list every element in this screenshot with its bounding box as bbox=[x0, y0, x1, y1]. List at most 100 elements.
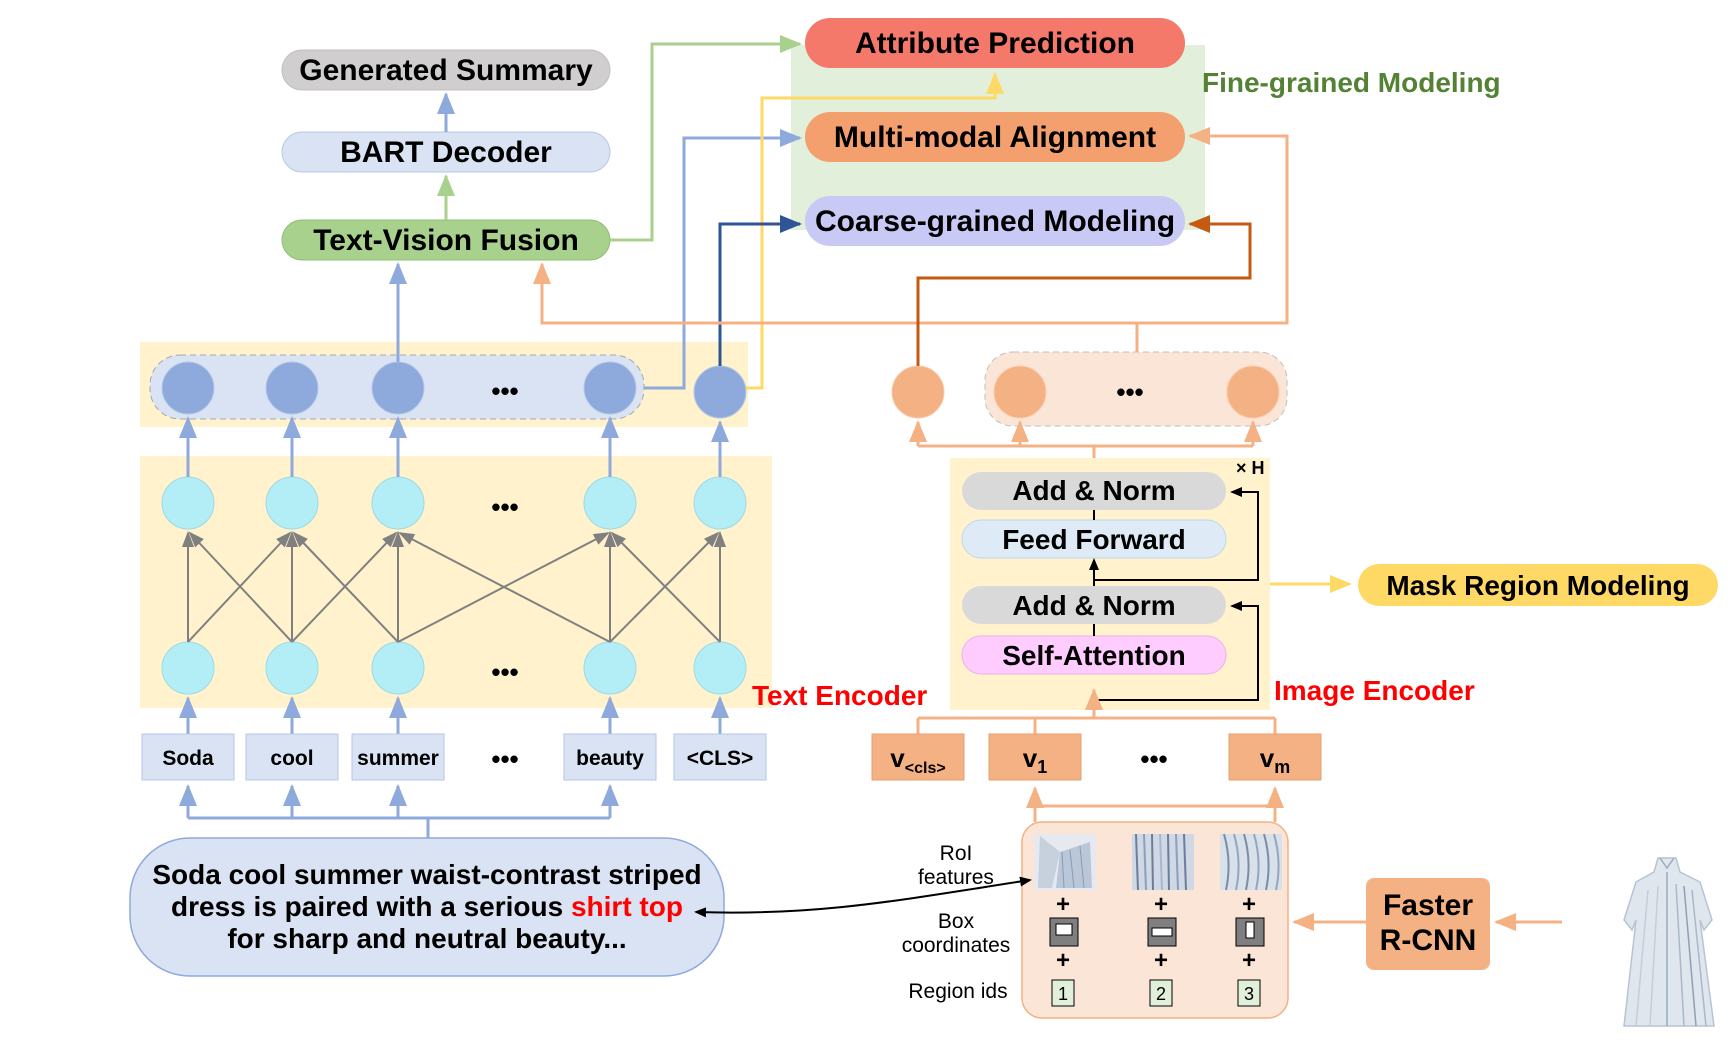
self-attention-box: Self-Attention bbox=[961, 635, 1227, 675]
input-to-token-arrows bbox=[179, 784, 619, 838]
text-cls-output-node bbox=[693, 365, 747, 419]
image-encoder-label: Image Encoder bbox=[1274, 675, 1475, 706]
region-id-3: 3 bbox=[1244, 984, 1254, 1004]
mask-region-modeling-box: Mask Region Modeling bbox=[1358, 564, 1718, 606]
box-coordinate-icon-3 bbox=[1235, 917, 1265, 947]
token-vm bbox=[1228, 733, 1322, 781]
region-id-boxes: 1 2 3 bbox=[1051, 979, 1261, 1007]
text-output-node bbox=[583, 361, 637, 415]
roi-thumbnail-1 bbox=[1034, 834, 1096, 890]
token-v1 bbox=[988, 733, 1082, 781]
text-hidden-lower: ••• bbox=[161, 641, 747, 695]
self-attention-label: Self-Attention bbox=[1002, 640, 1186, 671]
image-token-arrows bbox=[916, 688, 1284, 822]
token-cls: <CLS> bbox=[687, 747, 754, 770]
image-output-node bbox=[993, 365, 1047, 419]
arrow-cls-to-coarse bbox=[718, 215, 802, 366]
arrow-imgcls-to-coarse bbox=[916, 215, 1252, 366]
roi-thumbnail-3 bbox=[1220, 833, 1282, 891]
text-encoder-label: Text Encoder bbox=[752, 680, 927, 711]
svg-text:+: + bbox=[1154, 947, 1168, 974]
box-coordinate-icon-2 bbox=[1147, 917, 1177, 947]
text-hidden-node bbox=[693, 476, 747, 530]
text-input-ellipsis: ••• bbox=[491, 657, 518, 687]
highlight-shirt-top: shirt top bbox=[571, 891, 683, 922]
text-input-node bbox=[693, 641, 747, 695]
image-token-ellipsis: ••• bbox=[1140, 744, 1167, 774]
input-text-line2: dress is paired with a serious shirt top bbox=[171, 891, 683, 922]
text-input-node bbox=[371, 641, 425, 695]
token-v-cls bbox=[871, 733, 965, 781]
arrow-cls-to-attribute bbox=[746, 72, 1004, 390]
svg-text:vm: vm bbox=[1260, 743, 1290, 777]
text-input-node bbox=[583, 641, 637, 695]
attribute-prediction-box: Attribute Prediction bbox=[805, 18, 1185, 68]
arrow-text-to-alignment bbox=[644, 129, 802, 390]
multimodal-alignment-box: Multi-modal Alignment bbox=[805, 112, 1185, 162]
image-cls-output-node bbox=[891, 365, 945, 419]
image-output-nodes: ••• bbox=[891, 365, 1280, 419]
text-hidden-node bbox=[371, 476, 425, 530]
svg-text:R-CNN: R-CNN bbox=[1380, 924, 1477, 957]
generated-summary-label: Generated Summary bbox=[299, 54, 593, 87]
feed-forward-label: Feed Forward bbox=[1002, 524, 1186, 555]
svg-text:Region ids: Region ids bbox=[908, 980, 1007, 1003]
token-beauty: beauty bbox=[576, 747, 644, 770]
add-norm-bottom-box: Add & Norm bbox=[962, 586, 1226, 624]
text-input-node bbox=[265, 641, 319, 695]
text-hidden-upper: ••• bbox=[161, 476, 747, 530]
text-vision-fusion-box: Text-Vision Fusion bbox=[281, 219, 611, 261]
svg-text:RoI: RoI bbox=[940, 842, 973, 865]
svg-text:Faster: Faster bbox=[1383, 889, 1473, 922]
svg-text:+: + bbox=[1056, 947, 1070, 974]
text-hidden-node bbox=[583, 476, 637, 530]
svg-text:v1: v1 bbox=[1023, 743, 1047, 777]
image-output-node bbox=[1226, 365, 1280, 419]
dress-image bbox=[1623, 857, 1715, 1027]
coarse-grained-label: Coarse-grained Modeling bbox=[815, 205, 1175, 238]
add-norm-top-label: Add & Norm bbox=[1012, 475, 1175, 506]
box-coordinate-icon-1 bbox=[1049, 917, 1079, 947]
arrow-image-to-alignment bbox=[1137, 127, 1289, 325]
svg-text:+: + bbox=[1154, 891, 1168, 918]
bart-decoder-label: BART Decoder bbox=[340, 136, 552, 169]
plus-signs: + + + + + + bbox=[1056, 891, 1256, 974]
svg-text:v<cls>: v<cls> bbox=[890, 743, 945, 777]
svg-text:+: + bbox=[1056, 891, 1070, 918]
token-cool: cool bbox=[270, 747, 313, 770]
text-output-node bbox=[371, 361, 425, 415]
svg-text:+: + bbox=[1242, 891, 1256, 918]
text-attention-connections bbox=[182, 531, 726, 643]
text-layer-arrows bbox=[179, 262, 729, 734]
arrow-fusion-to-attribute bbox=[610, 35, 802, 242]
roi-text-alignment-arrow bbox=[694, 876, 1032, 918]
fine-grained-label: Fine-grained Modeling bbox=[1202, 67, 1501, 98]
repeat-h-label: × H bbox=[1236, 458, 1265, 478]
text-output-node bbox=[265, 361, 319, 415]
coarse-grained-box: Coarse-grained Modeling bbox=[805, 196, 1185, 246]
svg-text:features: features bbox=[918, 866, 994, 889]
image-encoder-outputs bbox=[909, 420, 1262, 458]
svg-text:coordinates: coordinates bbox=[902, 934, 1011, 957]
multimodal-alignment-label: Multi-modal Alignment bbox=[834, 121, 1156, 154]
generated-summary-box: Generated Summary bbox=[281, 49, 611, 91]
token-soda: Soda bbox=[162, 747, 214, 770]
text-output-node bbox=[161, 361, 215, 415]
token-ellipsis: ••• bbox=[491, 744, 518, 774]
faster-rcnn-box: Faster R-CNN bbox=[1366, 878, 1490, 970]
input-text-line1: Soda cool summer waist-contrast striped bbox=[152, 859, 701, 890]
input-text-box: Soda cool summer waist-contrast striped … bbox=[129, 837, 725, 977]
add-norm-top-box: Add & Norm bbox=[962, 472, 1226, 510]
input-text-line3: for sharp and neutral beauty... bbox=[227, 923, 626, 954]
attribute-prediction-label: Attribute Prediction bbox=[855, 27, 1135, 60]
svg-text:+: + bbox=[1242, 947, 1256, 974]
add-norm-bottom-label: Add & Norm bbox=[1012, 590, 1175, 621]
bart-decoder-box: BART Decoder bbox=[281, 131, 611, 173]
text-output-nodes: ••• bbox=[161, 361, 747, 419]
text-output-ellipsis: ••• bbox=[491, 376, 518, 406]
text-hidden-node bbox=[265, 476, 319, 530]
image-tokens: v<cls> v1 ••• vm bbox=[871, 733, 1322, 781]
mask-region-modeling-label: Mask Region Modeling bbox=[1386, 570, 1689, 601]
text-hidden-ellipsis: ••• bbox=[491, 492, 518, 522]
